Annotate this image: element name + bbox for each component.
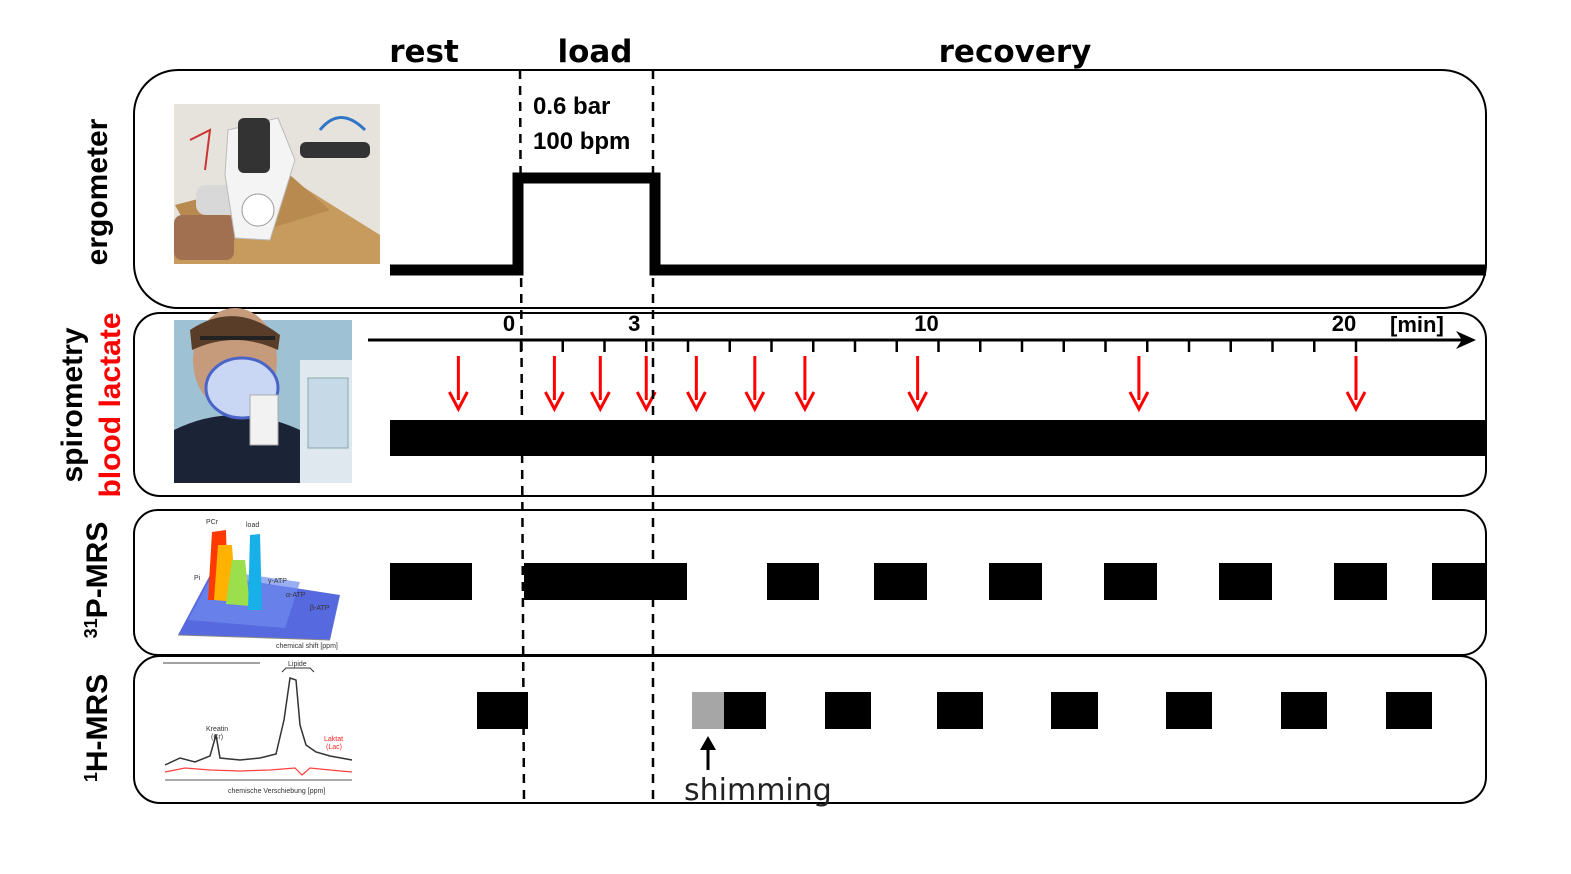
lactate-arrows <box>448 356 1367 413</box>
time-axis: 0 3 10 20 [min] <box>368 311 1476 352</box>
p31-acquisition-blocks <box>390 563 1485 600</box>
h1-axis-label: chemische Verschiebung [ppm] <box>228 788 325 795</box>
h1-block <box>1386 692 1432 729</box>
p31-sup: 31 <box>81 618 101 638</box>
h1-acquisition-blocks <box>477 692 1432 729</box>
load-start-boundary <box>518 69 526 805</box>
h1-spectrum-trace <box>164 677 353 766</box>
lactate-sample-arrow <box>589 356 611 413</box>
lactate-sample-arrow <box>544 356 565 413</box>
p31-load-label: load <box>246 522 259 529</box>
spirometry-recording-bar <box>390 420 1486 456</box>
shimming-arrowhead <box>700 736 716 750</box>
h1-block <box>1281 692 1327 729</box>
h1-block <box>1166 692 1212 729</box>
p31-block <box>1432 563 1485 600</box>
time-axis-tick-labels: 0 3 10 20 <box>503 311 1356 336</box>
h1-block <box>477 692 528 729</box>
h1-block <box>1051 692 1098 729</box>
p31-block <box>874 563 927 600</box>
h1-mrs-panel <box>133 655 1487 804</box>
time-axis-tick-label: 10 <box>914 311 938 336</box>
shimming-label: shimming <box>684 773 832 808</box>
h1-block <box>937 692 983 729</box>
h1-main: H-MRS <box>81 674 114 772</box>
p31-axis-label: chemical shift [ppm] <box>276 643 338 650</box>
lactate-sample-arrow <box>794 356 816 413</box>
p31-block <box>989 563 1042 600</box>
p31-block <box>1334 563 1387 600</box>
h1-mrs-label: 1H-MRS <box>81 674 114 782</box>
time-axis-unit: [min] <box>1390 312 1444 337</box>
time-axis-tick-label: 20 <box>1332 311 1356 336</box>
time-axis-arrowhead <box>1456 331 1476 349</box>
h1-block <box>724 692 766 729</box>
h1-lac-label: (Lac) <box>326 744 342 751</box>
load-pressure-label: 0.6 bar <box>533 93 610 120</box>
p31-block <box>1219 563 1272 600</box>
blood-lactate-label: blood lactate <box>94 312 127 497</box>
load-rate-label: 100 bpm <box>533 128 630 155</box>
h1-lipide-label: Lipide <box>288 661 307 668</box>
phase-rest: rest <box>389 34 459 70</box>
h1-sup: 1 <box>81 772 101 782</box>
p31-spectrum-image: PCr load Pi γ-ATP α-ATP β-ATP chemical s… <box>170 515 350 650</box>
h1-laktat-label: Laktat <box>324 736 343 743</box>
p31-block <box>767 563 819 600</box>
p31-pcr-label: PCr <box>206 519 219 526</box>
lactate-sample-arrow <box>1345 356 1367 413</box>
spirometry-photo <box>174 308 352 483</box>
phase-recovery: recovery <box>939 34 1092 70</box>
p31-pi-label: Pi <box>194 575 201 582</box>
lactate-sample-arrow <box>1128 356 1150 413</box>
p31-main: P-MRS <box>81 522 114 619</box>
h1-spectrum-image: Lipide Kreatin (Cr) Laktat (Lac) chemisc… <box>163 661 353 795</box>
lactate-sample-arrow <box>686 356 707 413</box>
load-profile-line <box>390 172 1486 276</box>
p31-block <box>1104 563 1157 600</box>
time-axis-tick-label: 0 <box>503 311 515 336</box>
ergometer-photo <box>174 104 380 264</box>
p31-alpha-atp-label: α-ATP <box>286 592 306 599</box>
h1-block <box>825 692 871 729</box>
time-axis-tick-label: 3 <box>628 311 640 336</box>
lactate-sample-arrow <box>907 356 928 413</box>
lactate-sample-arrow <box>744 356 766 413</box>
ergometer-label: ergometer <box>81 118 114 265</box>
ergometer-panel <box>133 69 1487 309</box>
h1-kreatin-label: Kreatin <box>206 726 228 733</box>
phase-load: load <box>557 34 632 70</box>
lactate-sample-arrow <box>448 356 469 413</box>
spirometry-panel <box>133 312 1487 497</box>
spirometry-label: spirometry <box>56 327 89 482</box>
p31-block <box>390 563 472 600</box>
h1-fit-trace <box>164 767 353 776</box>
p31-beta-atp-label: β-ATP <box>310 605 330 612</box>
time-axis-ticks <box>519 340 1358 352</box>
shimming-block <box>692 692 724 729</box>
p31-block <box>524 563 687 600</box>
p31-mrs-label: 31P-MRS <box>81 522 114 639</box>
p31-gamma-atp-label: γ-ATP <box>268 578 287 585</box>
h1-cr-label: (Cr) <box>211 734 223 741</box>
